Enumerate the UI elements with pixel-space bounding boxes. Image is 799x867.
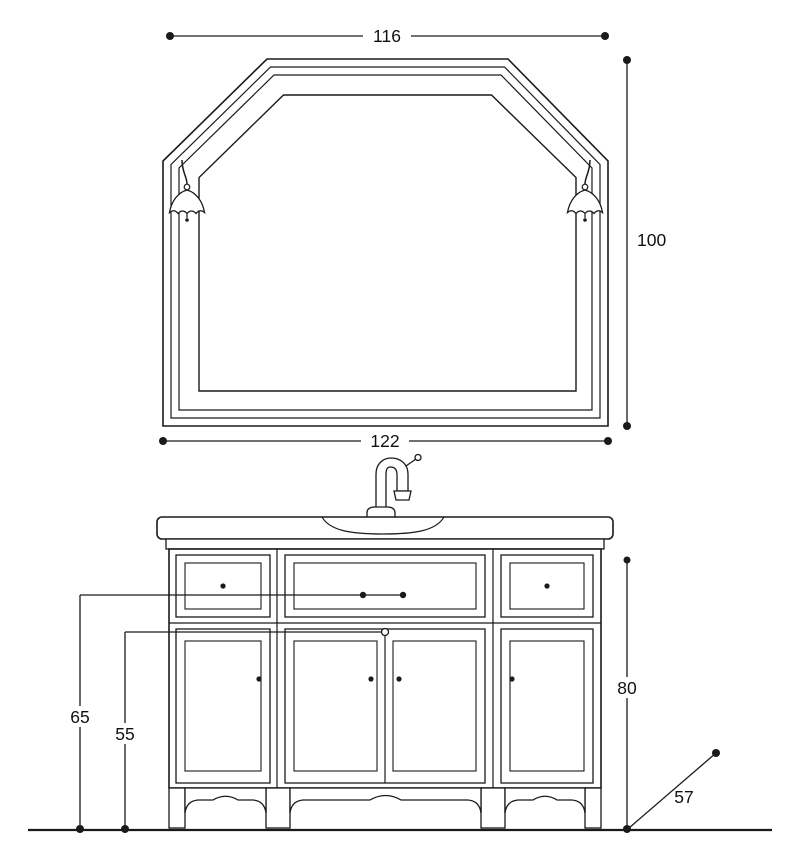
faucet-handle-stem: [405, 458, 417, 467]
door-left-front: [175, 628, 271, 784]
dimension-cabinet-height: 80: [611, 556, 643, 833]
dimension-endpoint-dot: [76, 825, 84, 833]
right-lamp-joint: [581, 183, 589, 191]
dimension-endpoint-dot: [604, 437, 612, 445]
knob-reference-dot: [399, 591, 407, 599]
label-mask: [361, 430, 409, 451]
base-apron: [168, 787, 602, 829]
dimension-label-cabinet-height: 80: [617, 678, 637, 698]
right-lamp-stem: [584, 159, 591, 185]
door-right-front: [500, 628, 594, 784]
left-lamp-icon: [168, 159, 206, 222]
leg: [265, 787, 291, 829]
dimension-label-mirror-top-width: 116: [373, 26, 401, 46]
dimension-handle-height: 65: [64, 591, 407, 833]
mirror-inner-edge: [198, 94, 577, 392]
knob-dot: [368, 676, 374, 682]
leg: [168, 787, 186, 829]
door-left-panel: [184, 640, 262, 772]
drawer-center-front: [284, 554, 486, 618]
faucet-spout: [375, 457, 409, 511]
leg: [584, 787, 602, 829]
leader-reference-circle: [380, 627, 390, 637]
door-center-right-panel: [392, 640, 477, 772]
label-mask: [611, 677, 643, 698]
dimension-endpoint-dot: [623, 556, 631, 564]
faucet-nozzle: [393, 490, 412, 501]
dimension-endpoint-dot: [121, 825, 129, 833]
left-lamp-stem: [181, 159, 188, 185]
dimension-label-depth: 57: [674, 787, 693, 807]
right-lamp-icon: [566, 159, 604, 222]
knob-dot: [509, 676, 515, 682]
left-lamp-finial: [185, 218, 189, 222]
drawer-center-panel: [293, 562, 477, 610]
dimension-endpoint-dot: [166, 32, 174, 40]
faucet: [366, 453, 422, 521]
dimension-mirror-bottom-width: 122: [159, 430, 612, 451]
mirror-frame: [162, 58, 609, 427]
dimension-label-lower-leader-height: 55: [115, 724, 134, 744]
mirror-outer-edge: [162, 58, 609, 427]
dimension-label-mirror-height: 100: [637, 230, 666, 250]
dimension-mirror-top-width: 116: [166, 25, 609, 46]
dimension-mirror-height: 100: [623, 56, 666, 430]
mirror-frame-band-1: [170, 66, 601, 419]
drawer-left-panel: [184, 562, 262, 610]
label-mask: [64, 706, 96, 727]
countertop-rail: [165, 538, 605, 550]
label-mask: [109, 723, 141, 744]
knob-dot: [220, 583, 226, 589]
right-lamp-finial: [583, 218, 587, 222]
drawer-right-panel: [509, 562, 585, 610]
apron-arch-right: [504, 787, 586, 814]
apron-arch-left: [184, 787, 267, 814]
dimension-endpoint-dot: [712, 749, 720, 757]
faucet-handle-knob: [414, 453, 422, 462]
right-lamp-shade: [566, 189, 604, 215]
knob-dot: [544, 583, 550, 589]
dimension-endpoint-dot: [601, 32, 609, 40]
dimension-endpoint-dot: [623, 825, 631, 833]
doors-center: [284, 628, 486, 784]
dimension-label-mirror-bottom-width: 122: [370, 431, 399, 451]
door-left: [175, 628, 271, 784]
label-mask: [363, 25, 411, 46]
mirror-frame-band-2: [178, 74, 593, 411]
drawer-center: [284, 554, 486, 618]
left-lamp-joint: [183, 183, 191, 191]
dimension-depth: 57: [628, 749, 720, 829]
door-right: [500, 628, 594, 784]
knob-dot: [396, 676, 402, 682]
door-center-left-panel: [293, 640, 378, 772]
knob-dot: [256, 676, 262, 682]
drawer-left: [175, 554, 271, 618]
dimension-endpoint-dot: [623, 56, 631, 64]
dimension-lower-leader-height: 55: [109, 627, 390, 833]
countertop: [156, 516, 614, 550]
dimension-line: [628, 752, 717, 829]
drawer-right: [500, 554, 594, 618]
knob-reference-dot: [359, 591, 367, 599]
countertop-slab: [156, 516, 614, 540]
sink-basin-curve: [321, 516, 445, 535]
dimension-endpoint-dot: [159, 437, 167, 445]
dimension-label-handle-height: 65: [70, 707, 89, 727]
door-right-panel: [509, 640, 585, 772]
dimension-endpoint-dot: [623, 422, 631, 430]
leg: [480, 787, 506, 829]
apron-arch-center: [289, 787, 482, 814]
